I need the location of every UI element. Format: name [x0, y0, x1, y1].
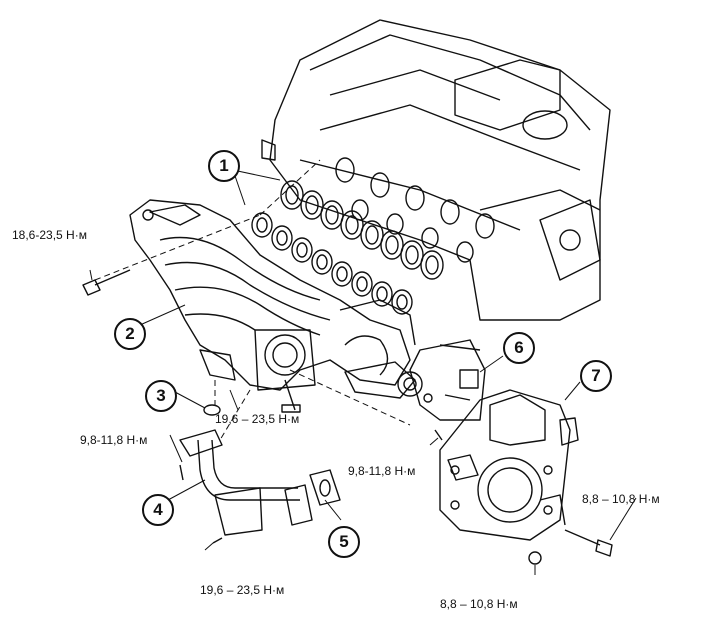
pipe-bolt-left [179, 464, 184, 481]
head-ports [335, 157, 495, 263]
torque-label-egr-valve-bolt: 9,8-11,8 Н·м [348, 464, 416, 478]
callout-2: 2 [114, 318, 146, 350]
throttle-bolt [564, 529, 613, 557]
torque-label-pipe-bolt-bottom: 19,6 – 23,5 Н·м [200, 583, 285, 597]
torque-label-throttle-nut: 8,8 – 10,8 Н·м [440, 597, 518, 611]
o-ring [203, 404, 221, 416]
intake-manifold [129, 199, 416, 391]
callout-1: 1 [208, 150, 240, 182]
egr-pipe [179, 429, 313, 536]
torque-label-manifold-stud: 19,6 – 23,5 Н·м [215, 412, 300, 426]
throttle-nut [528, 551, 542, 565]
callout-4: 4 [142, 494, 174, 526]
egr-bolt [434, 429, 443, 441]
leader-lines [89, 169, 637, 575]
cylinder-head [261, 19, 611, 321]
manifold-bolt-left [82, 269, 131, 296]
alignment-lines [94, 159, 411, 441]
torque-label-throttle-bolt: 8,8 – 10,8 Н·м [582, 492, 660, 506]
callout-3: 3 [145, 380, 177, 412]
callout-5: 5 [328, 526, 360, 558]
callout-7: 7 [580, 360, 612, 392]
egr-gasket [309, 469, 341, 506]
torque-label-pipe-bolt-left: 9,8-11,8 Н·м [80, 433, 148, 447]
throttle-body [439, 389, 579, 541]
pipe-bolt-bottom [212, 537, 223, 544]
callout-6: 6 [503, 332, 535, 364]
manifold-gaskets [251, 180, 444, 315]
torque-label-manifold-bolt: 18,6-23,5 Н·м [12, 228, 87, 242]
egr-valve [344, 339, 486, 421]
